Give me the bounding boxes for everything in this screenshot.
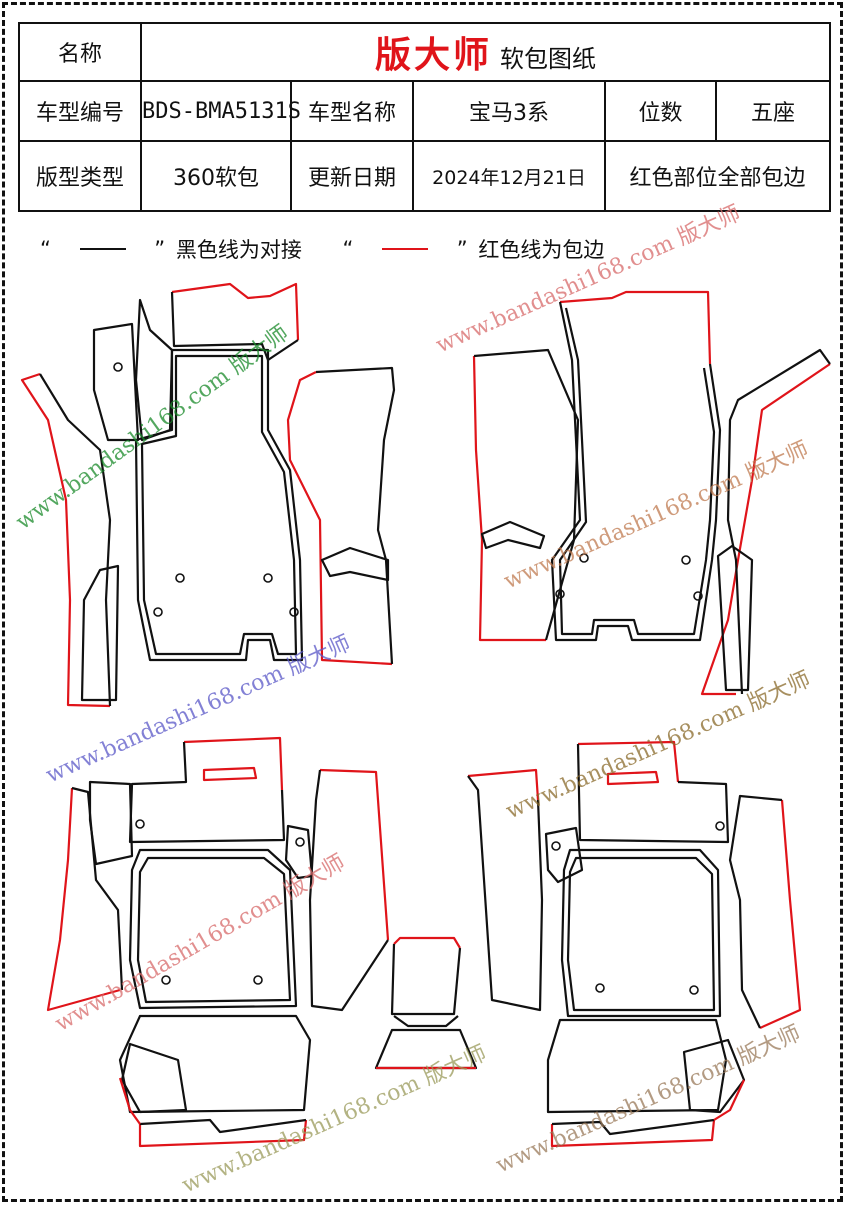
rear-left-pieces bbox=[46, 736, 390, 1148]
title-cell: 版大师软包图纸 bbox=[139, 22, 832, 82]
legend: “ ” 黑色线为对接 “ ” 红色线为包边 bbox=[36, 234, 604, 264]
rl-corner-piece bbox=[284, 824, 314, 880]
rl-cap-black bbox=[128, 741, 286, 844]
rc-tunnel-band bbox=[393, 1015, 459, 1028]
fl-tunnel-step bbox=[320, 546, 390, 582]
rr-floor bbox=[560, 848, 722, 1018]
rr-floor-inner bbox=[566, 856, 716, 1012]
rr-bottom-main bbox=[546, 1018, 728, 1114]
rl-left-flap bbox=[88, 780, 134, 866]
fr-tunnel-black bbox=[473, 348, 580, 641]
rr-handle bbox=[606, 770, 660, 786]
fl-side-strip-red bbox=[20, 372, 111, 708]
fr-top-red bbox=[559, 290, 712, 365]
rr-cap-black bbox=[576, 743, 730, 844]
rr-bottom-strip-black bbox=[551, 1118, 715, 1136]
seats-value: 五座 bbox=[714, 80, 832, 142]
fl-top-cap-black bbox=[170, 291, 299, 362]
front-left-pieces bbox=[20, 282, 396, 708]
legend-red-line bbox=[382, 248, 429, 250]
rl-bottom-strip-black bbox=[139, 1118, 307, 1134]
rear-center-pieces bbox=[374, 936, 478, 1070]
fl-upper-flap bbox=[92, 322, 140, 442]
seats-label: 位数 bbox=[604, 80, 717, 142]
rr-right-side-red bbox=[759, 799, 802, 1030]
rr-right-red bbox=[713, 1079, 745, 1121]
rc-tunnel-red bbox=[393, 936, 461, 949]
model-name-value: 宝马3系 bbox=[412, 80, 606, 142]
rr-bottom-strip-red bbox=[550, 1119, 716, 1148]
rl-cap-red bbox=[183, 736, 284, 791]
front-right-pieces bbox=[472, 290, 831, 696]
fl-tunnel-red bbox=[286, 371, 393, 666]
rr-left-side-red bbox=[467, 768, 540, 801]
fl-tunnel-black bbox=[315, 366, 396, 665]
type-value: 360软包 bbox=[140, 140, 292, 212]
legend-black-line bbox=[79, 248, 126, 250]
fl-lower-curve bbox=[80, 564, 120, 702]
update-date: 2024年12月21日 bbox=[412, 140, 606, 212]
legend-red-text: 红色线为包边 bbox=[478, 238, 605, 262]
legend-quote-open: “ bbox=[40, 237, 51, 261]
note-cell: 红色部位全部包边 bbox=[603, 140, 832, 212]
rl-bottom-flap bbox=[120, 1042, 188, 1114]
rr-left-side-black bbox=[467, 775, 544, 1012]
rl-floor-inner bbox=[136, 856, 292, 1004]
fl-top-cap-red bbox=[171, 282, 300, 341]
fr-side-black bbox=[726, 348, 831, 695]
doc-title: 软包图纸 bbox=[500, 45, 597, 73]
fr-side-inner bbox=[716, 544, 754, 692]
rr-cap-red bbox=[577, 740, 680, 783]
rl-side-red bbox=[46, 787, 121, 1012]
info-table: 名称 版大师软包图纸 车型编号 BDS-BMA5131S 车型名称 宝马3系 位… bbox=[18, 22, 832, 212]
rr-right-side-black bbox=[728, 794, 783, 1029]
rl-bottom-left-red bbox=[118, 1077, 141, 1125]
model-code-label: 车型编号 bbox=[18, 80, 142, 142]
fr-tunnel-red bbox=[472, 355, 546, 642]
fr-holes bbox=[555, 553, 703, 601]
rl-side-black bbox=[71, 786, 124, 991]
legend-quote-open-red: “ bbox=[342, 237, 354, 261]
rear-right-pieces bbox=[467, 740, 802, 1148]
rl-right-side-black bbox=[308, 769, 389, 1012]
fr-tunnel-step bbox=[480, 520, 546, 550]
fl-main-floor bbox=[134, 348, 304, 662]
model-name-label: 车型名称 bbox=[290, 80, 414, 142]
brand-title: 版大师 bbox=[375, 35, 493, 76]
fr-main-inner bbox=[558, 307, 716, 636]
rr-holes bbox=[551, 821, 725, 995]
update-label: 更新日期 bbox=[290, 140, 414, 212]
fl-holes bbox=[113, 362, 299, 617]
rl-floor bbox=[128, 848, 298, 1010]
rl-handle bbox=[202, 766, 258, 782]
legend-black-text: 黑色线为对接 bbox=[175, 238, 302, 262]
rc-tunnel-black bbox=[390, 943, 462, 1016]
legend-quote-close-red: ” bbox=[456, 237, 468, 261]
fl-side-strip-black bbox=[39, 373, 112, 707]
rl-bottom-strip-red bbox=[138, 1119, 308, 1148]
fr-side-red bbox=[700, 363, 831, 696]
legend-quote-close: ” bbox=[154, 237, 166, 261]
model-code-value: BDS-BMA5131S bbox=[140, 80, 301, 142]
fl-main-inner bbox=[140, 354, 298, 656]
rl-right-side-red bbox=[319, 768, 390, 941]
type-label: 版型类型 bbox=[18, 140, 142, 212]
rl-holes bbox=[135, 819, 305, 985]
fr-main-floor bbox=[550, 301, 722, 642]
name-label: 名称 bbox=[18, 22, 142, 82]
rl-bottom-main bbox=[118, 1014, 312, 1114]
rr-bottom-flap bbox=[682, 1038, 746, 1114]
